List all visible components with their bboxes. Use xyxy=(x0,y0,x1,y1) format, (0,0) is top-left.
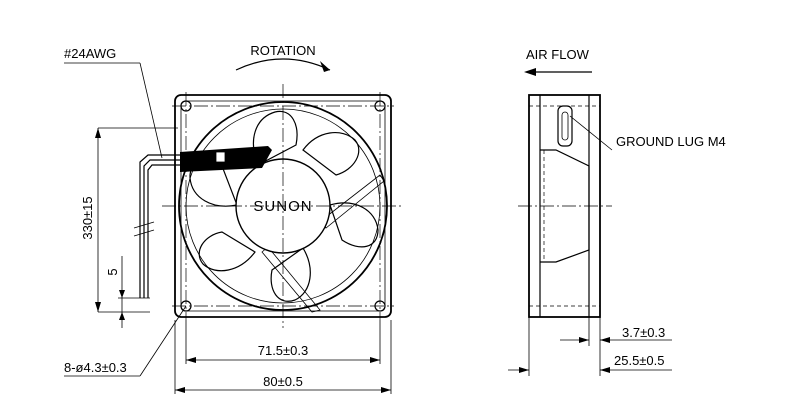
strip-length-label: 5 xyxy=(105,268,120,275)
spoke xyxy=(261,246,321,313)
hole-spacing-dimension: 71.5±0.3 xyxy=(185,320,381,364)
lead-wire xyxy=(143,159,180,298)
arrowhead xyxy=(119,312,125,320)
frame-width-dimension: 80±0.5 xyxy=(174,320,392,394)
lead-wires xyxy=(133,154,180,298)
rotation-label: ROTATION xyxy=(250,43,315,58)
rotation-indicator: ROTATION xyxy=(235,43,331,72)
lead-length-dimension: 330±15 xyxy=(80,127,178,313)
fan-blade xyxy=(198,231,256,272)
arrowhead xyxy=(119,290,125,298)
mount-hole-callout: 8-ø4.3±0.3 xyxy=(64,305,187,377)
leader-line xyxy=(139,305,187,377)
arrowhead xyxy=(320,61,330,72)
fan-depth-label: 25.5±0.5 xyxy=(614,353,665,368)
arrowhead xyxy=(95,302,101,312)
venturi-profile xyxy=(540,149,590,263)
lead-wire-bundle xyxy=(180,146,272,172)
fan-blade xyxy=(252,110,298,166)
sunon-logo: SUNON xyxy=(253,198,312,215)
lead-wire xyxy=(147,164,180,298)
arrowhead xyxy=(524,68,536,76)
lead-length-label: 330±15 xyxy=(80,196,95,239)
mount-holes-label: 8-ø4.3±0.3 xyxy=(64,360,127,375)
leader-line xyxy=(139,62,163,159)
front-view: SUNON xyxy=(162,84,404,328)
side-view xyxy=(518,94,612,318)
arrowhead xyxy=(95,128,101,138)
ground-lug-slot xyxy=(561,111,569,141)
ground-lug xyxy=(557,105,573,147)
leader-line xyxy=(569,115,613,151)
flange-thickness-dimension: 3.7±0.3 xyxy=(560,317,672,346)
hole-spacing-label: 71.5±0.3 xyxy=(258,343,309,358)
wire-clip xyxy=(215,151,226,163)
arrowhead xyxy=(381,387,391,393)
fan-depth-dimension: 25.5±0.5 xyxy=(508,317,672,376)
wire-gauge-label: #24AWG xyxy=(64,46,116,61)
lead-wire xyxy=(139,154,180,298)
frame-width-label: 80±0.5 xyxy=(263,374,303,389)
fan-blade xyxy=(270,247,311,302)
fan-blade xyxy=(302,132,360,176)
fan-blade xyxy=(329,202,379,248)
curved-arrow-icon xyxy=(235,58,331,71)
break-mark xyxy=(133,221,155,229)
arrowhead xyxy=(186,357,196,363)
arrowhead xyxy=(370,357,380,363)
strip-length-dimension: 5 xyxy=(105,256,150,328)
arrowhead xyxy=(579,337,589,343)
airflow-indicator: AIR FLOW xyxy=(524,47,592,76)
arrowhead xyxy=(519,367,529,373)
flange-thickness-label: 3.7±0.3 xyxy=(622,325,665,340)
ground-lug-callout: GROUND LUG M4 xyxy=(569,115,726,151)
arrowhead xyxy=(600,337,610,343)
airflow-label: AIR FLOW xyxy=(526,47,590,62)
arrowhead xyxy=(175,387,185,393)
break-mark xyxy=(133,229,155,237)
ground-lug-label: GROUND LUG M4 xyxy=(616,134,726,149)
wire-gauge-callout: #24AWG xyxy=(64,46,163,159)
arrowhead xyxy=(600,367,610,373)
